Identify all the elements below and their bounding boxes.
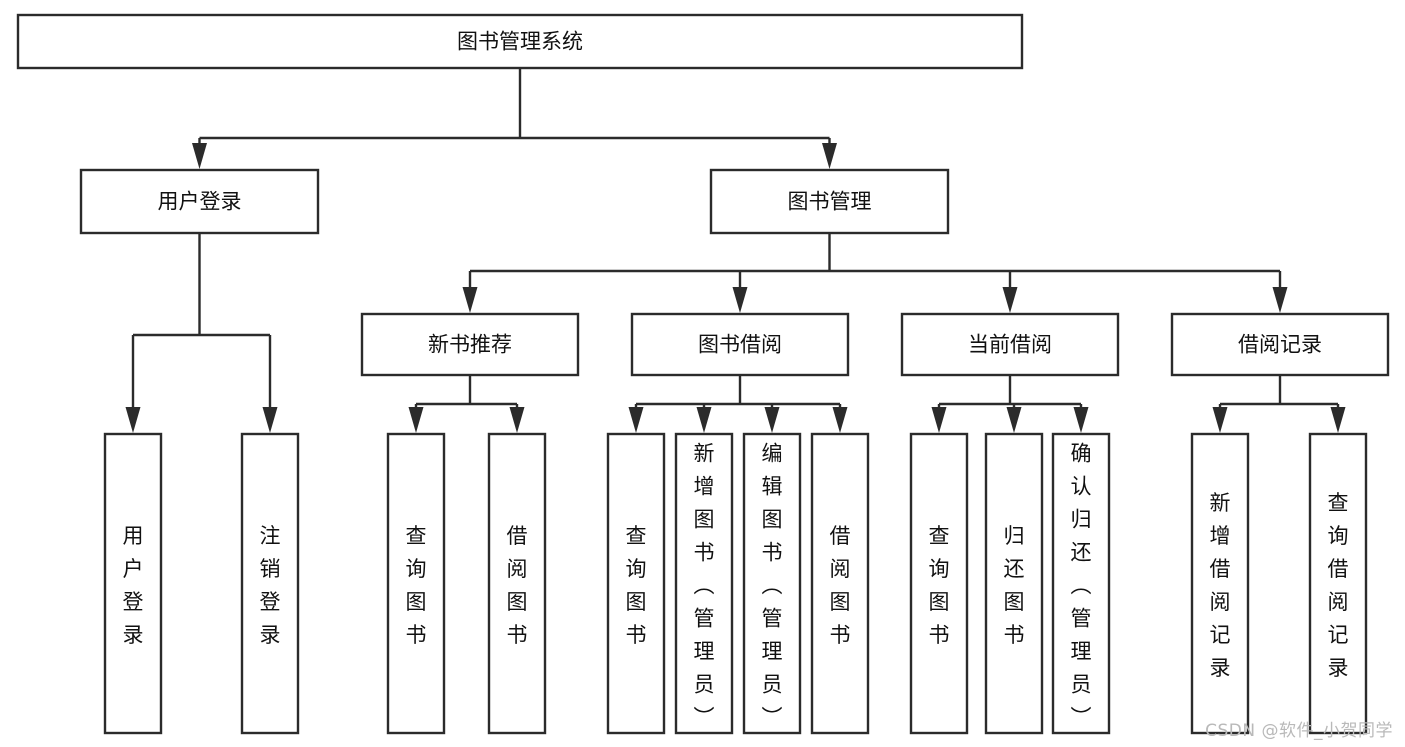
node-leaf-return-book[interactable]: 归还图书 xyxy=(984,432,1044,735)
node-box[interactable] xyxy=(240,432,300,735)
node-book-manage[interactable]: 图书管理 xyxy=(709,168,950,235)
arrow-head-icon xyxy=(1330,407,1346,433)
connector-group-borrow-record xyxy=(1212,375,1346,433)
node-label: 新增图书︵管理员︶ xyxy=(694,442,715,730)
node-leaf-query-book-3[interactable]: 查询图书 xyxy=(909,432,969,735)
node-label: 归还图书 xyxy=(1004,524,1025,647)
node-box[interactable] xyxy=(630,312,850,377)
node-label: 借阅图书 xyxy=(507,524,528,647)
node-user-login[interactable]: 用户登录 xyxy=(79,168,320,235)
arrow-head-icon xyxy=(192,143,207,169)
arrow-head-icon xyxy=(628,407,644,433)
arrow-head-icon xyxy=(1006,407,1022,433)
node-root[interactable]: 图书管理系统 xyxy=(16,13,1024,70)
node-box[interactable] xyxy=(674,432,734,735)
node-label: 当前借阅 xyxy=(968,333,1052,357)
arrow-head-icon xyxy=(696,407,712,433)
node-box[interactable] xyxy=(487,432,547,735)
arrow-head-icon xyxy=(509,407,525,433)
arrow-head-icon xyxy=(408,407,424,433)
node-box[interactable] xyxy=(79,168,320,235)
node-label: 编辑图书︵管理员︶ xyxy=(762,442,783,730)
connector-group-user-login xyxy=(125,233,278,433)
node-label: 借阅记录 xyxy=(1238,333,1322,357)
node-box[interactable] xyxy=(1170,312,1390,377)
node-leaf-add-book[interactable]: 新增图书︵管理员︶ xyxy=(674,432,734,735)
node-book-borrow[interactable]: 图书借阅 xyxy=(630,312,850,377)
node-leaf-query-book-1[interactable]: 查询图书 xyxy=(386,432,446,735)
connector-group-root xyxy=(192,68,837,169)
connector-group-current-borrow xyxy=(931,375,1089,433)
node-box[interactable] xyxy=(1190,432,1250,735)
node-leaf-confirm-return[interactable]: 确认归还︵管理员︶ xyxy=(1051,432,1111,735)
node-label: 图书管理 xyxy=(788,190,872,214)
node-label: 注销登录 xyxy=(260,524,281,647)
node-label: 用户登录 xyxy=(158,190,242,214)
node-box[interactable] xyxy=(900,312,1120,377)
connector-group-book-borrow xyxy=(628,375,848,433)
node-leaf-user-login[interactable]: 用户登录 xyxy=(103,432,163,735)
node-leaf-query-book-2[interactable]: 查询图书 xyxy=(606,432,666,735)
node-box[interactable] xyxy=(386,432,446,735)
node-box[interactable] xyxy=(742,432,802,735)
connector-group-new-book-rec xyxy=(408,375,525,433)
node-leaf-borrow-book-2[interactable]: 借阅图书 xyxy=(810,432,870,735)
arrow-head-icon xyxy=(764,407,780,433)
connectors-layer xyxy=(125,68,1346,433)
node-label: 新书推荐 xyxy=(428,333,512,357)
node-label: 查询图书 xyxy=(626,524,647,647)
arrow-head-icon xyxy=(832,407,848,433)
arrow-head-icon xyxy=(931,407,947,433)
node-box[interactable] xyxy=(1051,432,1111,735)
node-box[interactable] xyxy=(16,13,1024,70)
arrow-head-icon xyxy=(125,407,141,433)
node-box[interactable] xyxy=(606,432,666,735)
connector-group-book-manage xyxy=(462,233,1288,313)
arrow-head-icon xyxy=(1073,407,1089,433)
node-leaf-edit-book[interactable]: 编辑图书︵管理员︶ xyxy=(742,432,802,735)
node-box[interactable] xyxy=(1308,432,1368,735)
node-label: 图书管理系统 xyxy=(457,30,583,54)
node-label: 借阅图书 xyxy=(830,524,851,647)
node-box[interactable] xyxy=(909,432,969,735)
arrow-head-icon xyxy=(462,287,478,313)
node-box[interactable] xyxy=(810,432,870,735)
node-label: 图书借阅 xyxy=(698,333,782,357)
arrow-head-icon xyxy=(1002,287,1018,313)
arrow-head-icon xyxy=(822,143,837,169)
node-label: 查询图书 xyxy=(929,524,950,647)
node-leaf-user-logout[interactable]: 注销登录 xyxy=(240,432,300,735)
arrow-head-icon xyxy=(1272,287,1288,313)
node-leaf-add-record[interactable]: 新增借阅记录 xyxy=(1190,432,1250,735)
node-label: 查询借阅记录 xyxy=(1328,491,1349,680)
node-label: 查询图书 xyxy=(406,524,427,647)
node-new-book-rec[interactable]: 新书推荐 xyxy=(360,312,580,377)
node-box[interactable] xyxy=(984,432,1044,735)
node-current-borrow[interactable]: 当前借阅 xyxy=(900,312,1120,377)
node-label: 用户登录 xyxy=(123,524,144,647)
arrow-head-icon xyxy=(1212,407,1228,433)
arrow-head-icon xyxy=(262,407,278,433)
node-label: 新增借阅记录 xyxy=(1210,491,1231,680)
node-box[interactable] xyxy=(360,312,580,377)
node-borrow-record[interactable]: 借阅记录 xyxy=(1170,312,1390,377)
node-leaf-borrow-book-1[interactable]: 借阅图书 xyxy=(487,432,547,735)
node-leaf-query-record[interactable]: 查询借阅记录 xyxy=(1308,432,1368,735)
node-box[interactable] xyxy=(709,168,950,235)
arrow-head-icon xyxy=(732,287,748,313)
node-label: 确认归还︵管理员︶ xyxy=(1071,442,1092,730)
nodes-layer: 图书管理系统用户登录图书管理新书推荐图书借阅当前借阅借阅记录用户登录注销登录查询… xyxy=(16,13,1390,735)
node-box[interactable] xyxy=(103,432,163,735)
